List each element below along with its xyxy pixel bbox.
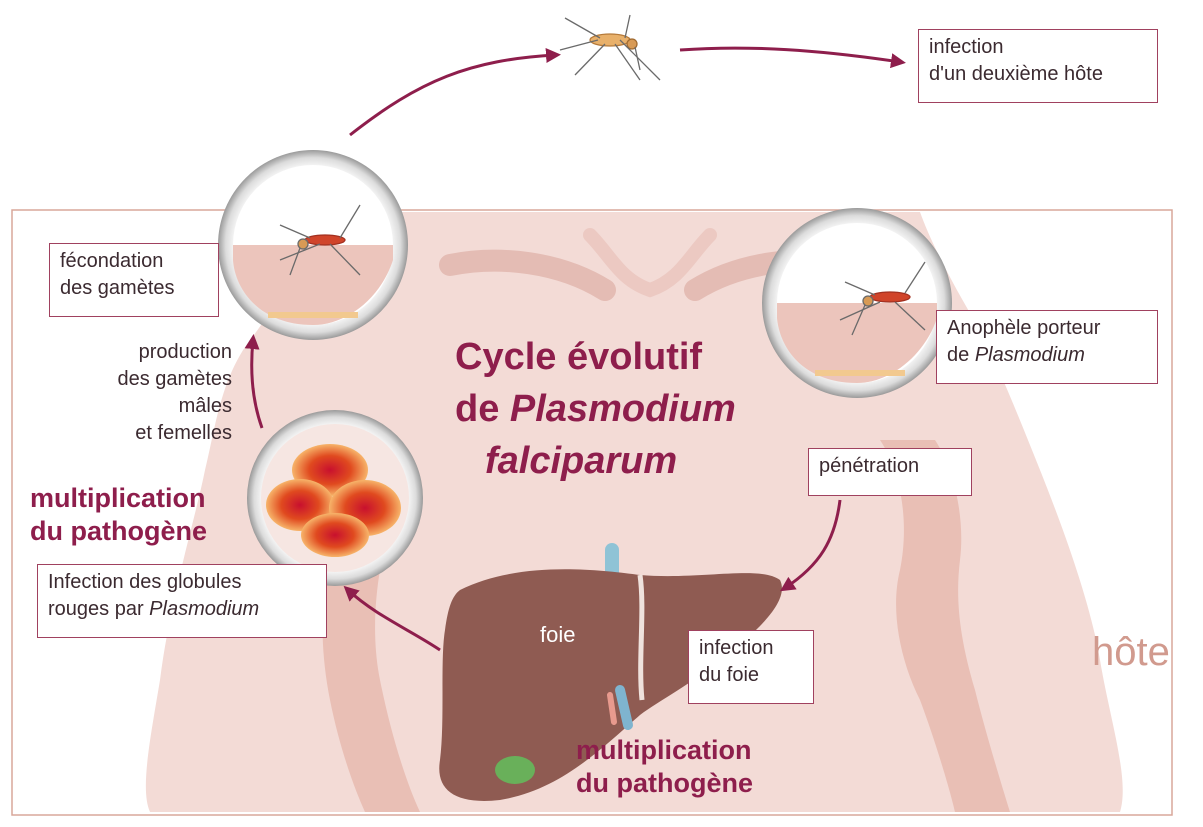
label-second-host: infection d'un deuxième hôte	[918, 29, 1158, 103]
arrow-to-liver	[779, 499, 842, 592]
liver-icon	[439, 543, 782, 801]
label-infection-foie: infection du foie	[688, 630, 814, 704]
diagram-title: Cycle évolutif de Plasmodium falciparum	[455, 331, 785, 487]
arrow-to-second-host	[679, 46, 906, 69]
label-foie: foie	[540, 622, 576, 647]
label-production: production des gamètes mâles et femelles	[117, 341, 232, 444]
title-line-2: de Plasmodium	[455, 388, 736, 430]
red-blood-cells-icon	[247, 410, 423, 586]
arrow-to-fecondation	[244, 334, 264, 429]
label-fecondation: fécondation des gamètes	[49, 243, 219, 317]
title-line-1: Cycle évolutif	[455, 336, 703, 378]
label-multiplication-left: multiplication du pathogène	[30, 483, 207, 546]
arrow-to-blood-cells	[343, 585, 441, 652]
label-anophele: Anophèle porteur de Plasmodium	[936, 310, 1158, 384]
label-hote: hôte	[1092, 630, 1170, 674]
label-multiplication-bottom: multiplication du pathogène	[576, 735, 753, 798]
arrow-to-mosquito	[349, 48, 561, 137]
mosquito-icon	[559, 14, 661, 81]
title-line-3: falciparum	[485, 440, 678, 482]
magnifier-lens-icon	[218, 150, 408, 340]
host-frame	[11, 209, 1173, 816]
label-globules: Infection des globules rouges par Plasmo…	[37, 564, 327, 638]
label-penetration: pénétration	[808, 448, 972, 496]
magnifier-lens-icon	[762, 208, 952, 398]
